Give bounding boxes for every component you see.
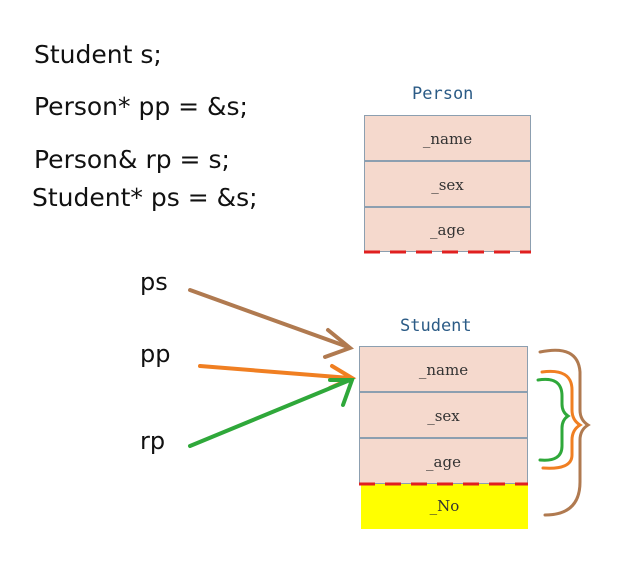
student-field-age: _age bbox=[359, 438, 528, 484]
ps-arrow bbox=[188, 288, 354, 359]
student-size-brace bbox=[538, 348, 591, 517]
student-field-sex: _sex bbox=[359, 392, 528, 438]
rp-range-brace bbox=[536, 377, 571, 462]
person-field-name: _name bbox=[364, 115, 531, 161]
pp-arrow bbox=[198, 364, 357, 390]
code-line-4: Student* ps = &s; bbox=[32, 183, 258, 212]
pointer-label-pp: pp bbox=[140, 340, 171, 368]
person-title: Person bbox=[412, 84, 474, 104]
person-field-sex: _sex bbox=[364, 161, 531, 207]
code-line-2: Person* pp = &s; bbox=[34, 92, 248, 121]
student-field-no: _No bbox=[361, 484, 528, 529]
pointer-label-rp: rp bbox=[140, 427, 166, 455]
rp-arrow bbox=[188, 378, 355, 448]
code-line-3: Person& rp = s; bbox=[34, 145, 230, 174]
person-field-age: _age bbox=[364, 207, 531, 252]
code-line-1: Student s; bbox=[34, 40, 162, 69]
pointer-label-ps: ps bbox=[140, 268, 168, 296]
student-field-name: _name bbox=[359, 346, 528, 392]
student-title: Student bbox=[400, 316, 472, 336]
pp-range-brace bbox=[540, 369, 583, 470]
